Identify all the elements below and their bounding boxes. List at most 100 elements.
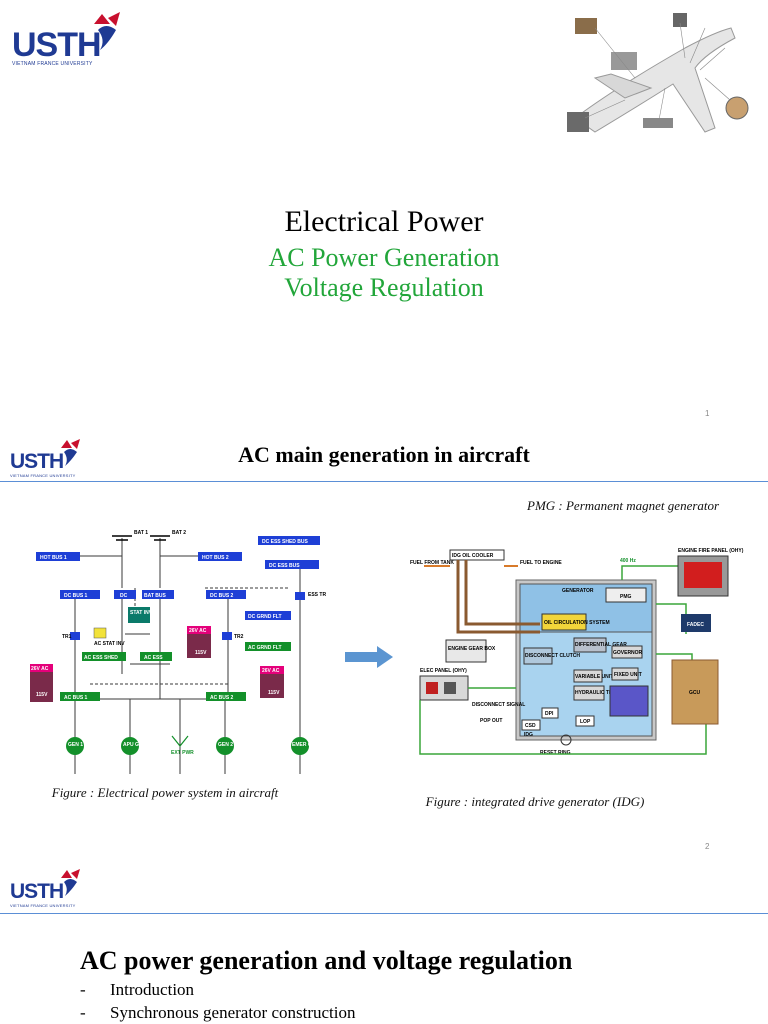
bus-hot-1 xyxy=(36,552,80,561)
engine-gearbox xyxy=(445,639,487,663)
label-bat-2: BAT 2 xyxy=(172,530,186,536)
slide-3: USTH VIETNAM FRANCE UNIVERSITY AC power … xyxy=(0,862,768,1024)
pmg-note: PMG : Permanent magnet generator xyxy=(527,498,720,513)
bus-dc-ess xyxy=(265,560,319,569)
label-pmg: PMG xyxy=(620,594,632,600)
label-gcu: GCU xyxy=(689,690,701,696)
slide-1-page-number: 1 xyxy=(705,409,710,418)
v26-box-1 xyxy=(187,626,211,634)
label-bat-1: BAT 1 xyxy=(134,530,148,536)
apu-gen-circle xyxy=(121,737,139,755)
gcu-box xyxy=(671,659,719,725)
bus-dc-ess-shed xyxy=(258,536,320,545)
slide-2: USTH VIETNAM FRANCE UNIVERSITY AC main g… xyxy=(0,432,768,862)
variable-unit xyxy=(573,669,603,683)
component-box-1 xyxy=(575,18,597,34)
reset-ring xyxy=(560,734,572,746)
label-disconnect-signal: DISCONNECT SIGNAL xyxy=(472,702,525,708)
bus-bat xyxy=(142,590,174,599)
label-elec-panel: ELEC PANEL (OHY) xyxy=(420,668,467,674)
bus-ac-gnd-flt xyxy=(245,642,291,651)
ac-stat-inv-box xyxy=(93,627,107,639)
oil-circulation xyxy=(541,613,587,631)
electrical-power-system-diagram: BAT 1 BAT 2 DC ESS SHED BUS HOT BUS 1 HO… xyxy=(30,530,326,774)
label-engine: ENGINE GEAR BOX xyxy=(448,646,496,652)
usth-logo-tagline: VIETNAM FRANCE UNIVERSITY xyxy=(12,61,93,67)
oil-cooler xyxy=(449,549,505,561)
label-stat-inv: STAT INV xyxy=(130,610,153,616)
usth-logo-mark xyxy=(61,439,80,466)
label-hot-1: HOT BUS 1 xyxy=(40,555,67,561)
slide-3-title: AC power generation and voltage regulati… xyxy=(80,946,573,975)
label-v26-3: 26V AC xyxy=(31,666,49,672)
fadec-box xyxy=(681,614,711,632)
bus-ac-ess xyxy=(140,652,172,661)
label-fuel-to: FUEL TO ENGINE xyxy=(520,560,562,566)
label-fadec: FADEC xyxy=(687,622,704,628)
label-ac-stat-inv: AC STAT INV xyxy=(94,641,125,647)
aircraft-illustration xyxy=(567,13,749,133)
usth-logo: USTH VIETNAM FRANCE UNIVERSITY xyxy=(12,12,127,72)
bullet-text: Introduction xyxy=(110,980,195,999)
label-v26-2: 26V AC xyxy=(262,668,280,674)
usth-logo: USTH VIETNAM FRANCE UNIVERSITY xyxy=(10,868,90,908)
aircraft-wing xyxy=(593,73,653,99)
label-gen-1: GEN 1 xyxy=(68,742,83,748)
label-dpi: DPI xyxy=(545,711,554,717)
label-ac-gnd-flt: AC GRND FLT xyxy=(248,645,282,651)
label-reset: RESET RING xyxy=(540,750,571,756)
bullet-item: - Introduction xyxy=(80,980,356,1003)
ess-tr-symbol xyxy=(295,592,305,600)
gen-2-circle xyxy=(216,737,234,755)
governor-box xyxy=(611,645,643,659)
bus-dc xyxy=(114,590,136,599)
bullet-item: -Synchronous generator construction xyxy=(80,1003,356,1024)
slide-2-page-number: 2 xyxy=(705,842,710,851)
label-dc-gnd-flt: DC GRND FLT xyxy=(248,614,282,620)
component-box-2 xyxy=(673,13,687,27)
slide-1-subtitle-2: Voltage Regulation xyxy=(284,273,484,302)
label-hot-2: HOT BUS 2 xyxy=(202,555,229,561)
usth-logo: USTH VIETNAM FRANCE UNIVERSITY xyxy=(10,438,90,478)
label-gen-2: GEN 2 xyxy=(218,742,233,748)
slide-2-title: AC main generation in aircraft xyxy=(238,442,530,467)
usth-logo-text: USTH xyxy=(10,880,64,903)
ext-pwr-symbol xyxy=(171,735,189,747)
csd-label-box xyxy=(521,719,541,731)
fixed-unit xyxy=(611,667,639,681)
label-emer-gen: EMER GEN xyxy=(292,742,319,748)
hydraulic-trim xyxy=(573,685,605,701)
label-hydraulic: HYDRAULIC TRIM UNIT xyxy=(575,690,631,696)
v26-transformer-3 xyxy=(30,672,53,702)
label-ac-1: AC BUS 1 xyxy=(64,695,88,701)
slide-2-header-rule xyxy=(0,481,768,482)
label-disconnect: DISCONNECT CLUTCH xyxy=(525,653,580,659)
elec-panel-button xyxy=(426,682,438,694)
label-apu-gen: APU GEN xyxy=(123,742,146,748)
bus-ac-1 xyxy=(60,692,100,701)
label-dc-2: DC BUS 2 xyxy=(210,593,234,599)
label-ext-pwr: EXT PWR xyxy=(171,750,194,756)
label-engine-fire-panel: ENGINE FIRE PANEL (OHY) xyxy=(678,548,744,554)
label-tr2: TR2 xyxy=(234,634,244,640)
elec-panel-switch xyxy=(444,682,456,694)
usth-logo-tagline: VIETNAM FRANCE UNIVERSITY xyxy=(10,903,76,908)
bus-dc-gnd-flt xyxy=(245,611,291,620)
label-governor: GOVERNOR xyxy=(613,650,643,656)
aircraft-fuselage xyxy=(574,27,736,133)
stat-inv xyxy=(128,607,150,623)
usth-logo-tagline: VIETNAM FRANCE UNIVERSITY xyxy=(10,473,76,478)
usth-logo-text: USTH xyxy=(10,450,64,473)
label-oil-circulation: OIL CIRCULATION SYSTEM xyxy=(544,620,610,626)
label-dc-1: DC BUS 1 xyxy=(64,593,88,599)
label-generator: GENERATOR xyxy=(562,588,594,594)
label-115v-2: 115V xyxy=(268,690,280,696)
v26-transformer-1 xyxy=(187,634,211,658)
usth-logo-mark xyxy=(61,869,80,896)
label-fuel-from: FUEL FROM TANK xyxy=(410,560,454,566)
bus-dc-1 xyxy=(60,590,100,599)
bullet-dash: - xyxy=(80,980,86,999)
label-frequency: 400 Hz xyxy=(620,558,636,564)
bus-dc-2 xyxy=(206,590,246,599)
caption-right: Figure : integrated drive generator (IDG… xyxy=(425,794,645,809)
